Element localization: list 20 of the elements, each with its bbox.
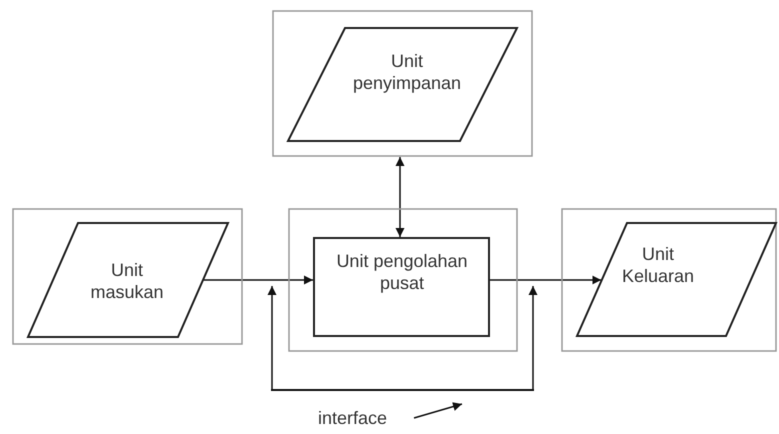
data-parallelogram [27,222,229,338]
interface-label: interface [318,408,414,432]
panel-box [561,208,777,352]
arrow [268,286,276,391]
interface-bus-line [271,389,534,391]
panel-box [12,208,243,345]
arrow [204,276,313,284]
arrow [490,276,602,284]
unit-label: Unit masukan [89,260,165,304]
arrow [528,286,538,391]
data-parallelogram [576,222,777,337]
arrow [396,157,404,237]
leader-line [414,402,462,419]
unit-label: Unit Keluaran [620,244,696,288]
process-box [313,237,490,337]
unit-label: Unit pengolahan pusat [335,251,469,294]
panel-box [288,208,518,352]
panel-box [272,10,533,157]
unit-label: Unit penyimpanan [352,51,462,94]
data-parallelogram [287,27,518,142]
